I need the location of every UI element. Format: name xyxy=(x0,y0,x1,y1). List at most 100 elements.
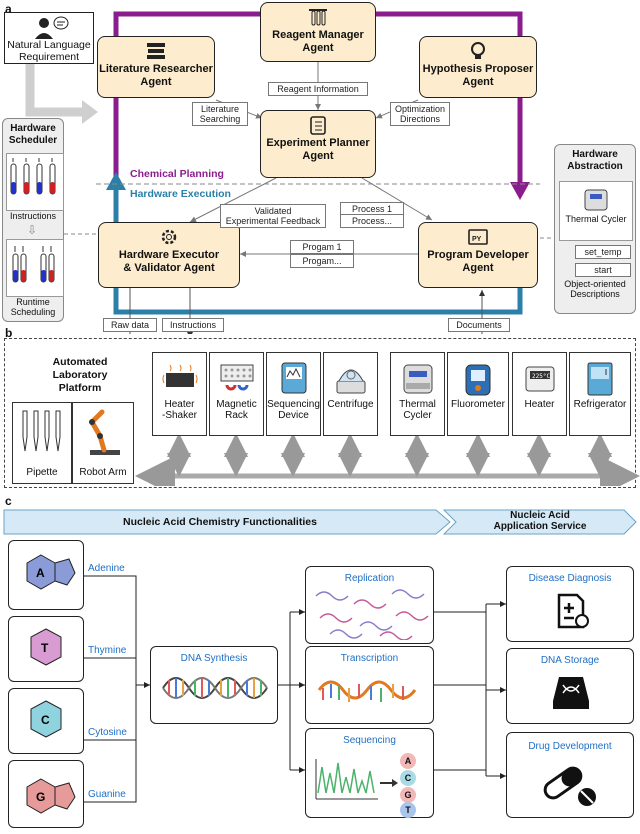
hardware-executor-agent[interactable]: Hardware Executor & Validator Agent xyxy=(98,222,240,288)
cytosine-label: Cytosine xyxy=(88,727,127,738)
abstraction-desc: Object-oriented Descriptions xyxy=(564,279,626,299)
sequencing-chromatogram-icon xyxy=(315,759,398,800)
chemical-planning-label: Chemical Planning xyxy=(130,168,224,180)
device-centrifuge[interactable]: Centrifuge xyxy=(323,352,378,436)
fluorometer-icon xyxy=(465,364,491,396)
replication-box[interactable]: Replication xyxy=(305,566,434,644)
device-label: Thermal Cycler xyxy=(399,399,436,421)
hypothesis-agent-label: Hypothesis Proposer Agent xyxy=(422,63,534,88)
dna-storage-box[interactable]: DNA Storage xyxy=(506,648,634,724)
device-heater-shaker[interactable]: Heater -Shaker xyxy=(152,352,207,436)
adenine-label: Adenine xyxy=(88,563,125,574)
device-bus xyxy=(135,436,640,486)
developer-agent-label: Program Developer Agent xyxy=(427,249,529,274)
thermal-cycler-icon xyxy=(584,189,608,211)
seq-letter-t: T xyxy=(400,802,416,818)
user-icon xyxy=(35,16,69,39)
base-guanine-box[interactable]: G xyxy=(8,760,84,828)
device-sequencing[interactable]: Sequencing Device xyxy=(266,352,321,436)
reagent-manager-agent[interactable]: Reagent Manager Agent xyxy=(260,2,376,62)
dna-drive-icon xyxy=(553,677,589,709)
robot-arm-device[interactable]: Robot Arm xyxy=(72,402,134,484)
dna-synthesis-label: DNA Synthesis xyxy=(180,653,248,664)
device-label: Magnetic Rack xyxy=(216,399,257,421)
dna-storage-label: DNA Storage xyxy=(540,655,600,666)
raw-data-tag: Raw data xyxy=(103,318,157,332)
cytosine-molecule-icon: C xyxy=(30,700,62,738)
sequencing-label: Sequencing xyxy=(343,735,396,746)
abstraction-device-label: Thermal Cycler xyxy=(565,214,627,224)
base-adenine-box[interactable]: A xyxy=(8,540,84,610)
test-tubes-icon xyxy=(309,9,327,26)
pipette-device[interactable]: Pipette xyxy=(12,402,72,484)
down-arrow-icon: ⇩ xyxy=(27,223,38,237)
base-thymine-box[interactable]: T xyxy=(8,616,84,682)
platform-box xyxy=(4,338,636,488)
medical-report-icon xyxy=(557,593,589,629)
dna-synthesis-box[interactable]: DNA Synthesis xyxy=(150,646,278,724)
platform-title: Automated Laboratory Platform xyxy=(52,356,108,394)
device-label: Heater xyxy=(524,399,555,410)
experiment-planner-agent[interactable]: Experiment Planner Agent xyxy=(260,110,376,178)
drug-development-box[interactable]: Drug Development xyxy=(506,732,634,818)
seq-letter-g: G xyxy=(400,787,416,803)
device-magnetic-rack[interactable]: Magnetic Rack xyxy=(209,352,264,436)
sequencing-device-icon xyxy=(281,362,306,394)
banner-left-text: Nucleic Acid Chemistry Functionalities xyxy=(123,516,317,528)
robot-arm-icon xyxy=(88,409,120,455)
requirement-arrow xyxy=(25,64,82,117)
base-letter: G xyxy=(36,790,45,804)
device-label: Sequencing Device xyxy=(267,399,320,421)
reagent-information-tag: Reagent Information xyxy=(268,82,368,96)
base-letter: T xyxy=(41,641,49,655)
guanine-molecule-icon: G xyxy=(26,778,76,814)
base-cytosine-box[interactable]: C xyxy=(8,688,84,754)
device-fluorometer[interactable]: Fluorometer xyxy=(447,352,509,436)
thymine-label: Thymine xyxy=(88,645,127,656)
transcription-icon xyxy=(317,680,416,702)
hypothesis-proposer-agent[interactable]: Hypothesis Proposer Agent xyxy=(419,36,537,98)
runtime-tubes-icon xyxy=(6,239,64,297)
seq-letter-c: C xyxy=(400,770,416,786)
validated-feedback-tag: Validated Experimental Feedback xyxy=(220,204,326,228)
program-more-tag: Progam... xyxy=(290,254,354,268)
requirement-text: Natural Language Requirement xyxy=(7,39,91,63)
magnetic-rack-icon xyxy=(220,364,253,391)
panel-c-label: c xyxy=(5,494,12,508)
device-thermal-cycler[interactable]: Thermal Cycler xyxy=(390,352,445,436)
thymine-molecule-icon: T xyxy=(30,628,62,666)
sequencing-box[interactable]: Sequencing A C G T xyxy=(305,728,434,818)
books-icon xyxy=(147,43,165,59)
seq-letter-a: A xyxy=(400,753,416,769)
lightbulb-gear-icon xyxy=(471,42,485,59)
executor-agent-label: Hardware Executor & Validator Agent xyxy=(118,249,220,274)
base-letter: A xyxy=(36,566,45,580)
device-refrigerator[interactable]: Refrigerator xyxy=(569,352,631,436)
adenine-molecule-icon: A xyxy=(26,554,76,590)
disease-diagnosis-box[interactable]: Disease Diagnosis xyxy=(506,566,634,642)
panel-b-label: b xyxy=(5,326,13,340)
program-1-tag: Progam 1 xyxy=(290,240,354,254)
device-heater[interactable]: 225°C Heater xyxy=(512,352,567,436)
banner xyxy=(3,509,637,535)
literature-researcher-agent[interactable]: Literature Researcher Agent xyxy=(97,36,215,98)
transcription-box[interactable]: Transcription xyxy=(305,646,434,724)
optimization-directions-tag: Optimization Directions xyxy=(390,102,450,126)
gear-icon xyxy=(161,229,177,245)
abstraction-title: Hardware Abstraction xyxy=(567,149,623,172)
panel-a-label: a xyxy=(5,2,12,16)
program-developer-agent[interactable]: PY Program Developer Agent xyxy=(418,222,538,288)
literature-searching-tag: Literature Searching xyxy=(192,102,248,126)
hardware-abstraction-box: Hardware Abstraction Thermal Cycler set_… xyxy=(554,144,636,314)
svg-text:PY: PY xyxy=(472,236,482,243)
documents-tag: Documents xyxy=(448,318,510,332)
banner-right-text: Nucleic Acid Application Service xyxy=(493,510,587,532)
centrifuge-icon xyxy=(336,369,365,394)
instruction-tubes-icon xyxy=(6,153,64,211)
scheduler-title: Hardware Scheduler xyxy=(8,123,58,146)
runtime-scheduling-label: Runtime Scheduling xyxy=(10,297,56,317)
pipette-label: Pipette xyxy=(26,467,58,478)
heater-shaker-icon xyxy=(162,364,197,387)
planner-agent-label: Experiment Planner Agent xyxy=(266,137,370,162)
device-label: Refrigerator xyxy=(573,399,627,410)
